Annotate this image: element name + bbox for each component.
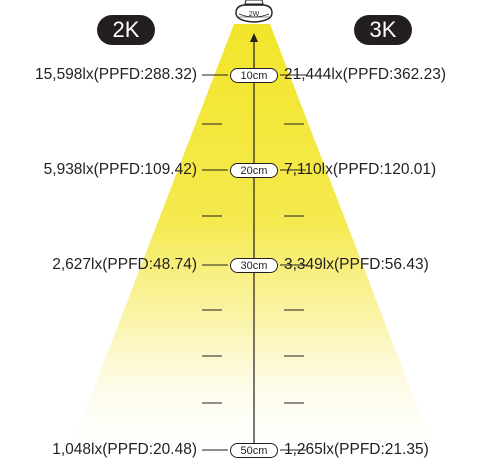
header-3k: 3K [354, 15, 412, 45]
leader-lines [202, 74, 306, 451]
reading-2k-10cm: 15,598lx(PPFD:288.32) [35, 66, 197, 83]
lamp-bulb: 2W [235, 0, 273, 23]
lamp-label: 2W [249, 11, 260, 18]
intermediate-ticks [202, 123, 304, 404]
reading-2k-50cm: 1,048lx(PPFD:20.48) [52, 441, 197, 458]
distance-badge-10cm: 10cm [230, 68, 278, 83]
header-2k: 2K [97, 15, 155, 45]
reading-3k-30cm: 3,349lx(PPFD:56.43) [284, 256, 429, 273]
arrow-head-icon [250, 33, 258, 42]
reading-3k-20cm: 7,110lx(PPFD:120.01) [284, 161, 437, 178]
distance-badge-50cm: 50cm [230, 443, 278, 458]
reading-2k-30cm: 2,627lx(PPFD:48.74) [52, 256, 197, 273]
reading-2k-20cm: 5,938lx(PPFD:109.42) [43, 161, 197, 178]
reading-3k-10cm: 21,444lx(PPFD:362.23) [284, 66, 446, 83]
light-beam [64, 24, 440, 466]
distance-badge-30cm: 30cm [230, 258, 278, 273]
distance-badge-20cm: 20cm [230, 163, 278, 178]
reading-3k-50cm: 1,265lx(PPFD:21.35) [284, 441, 429, 458]
